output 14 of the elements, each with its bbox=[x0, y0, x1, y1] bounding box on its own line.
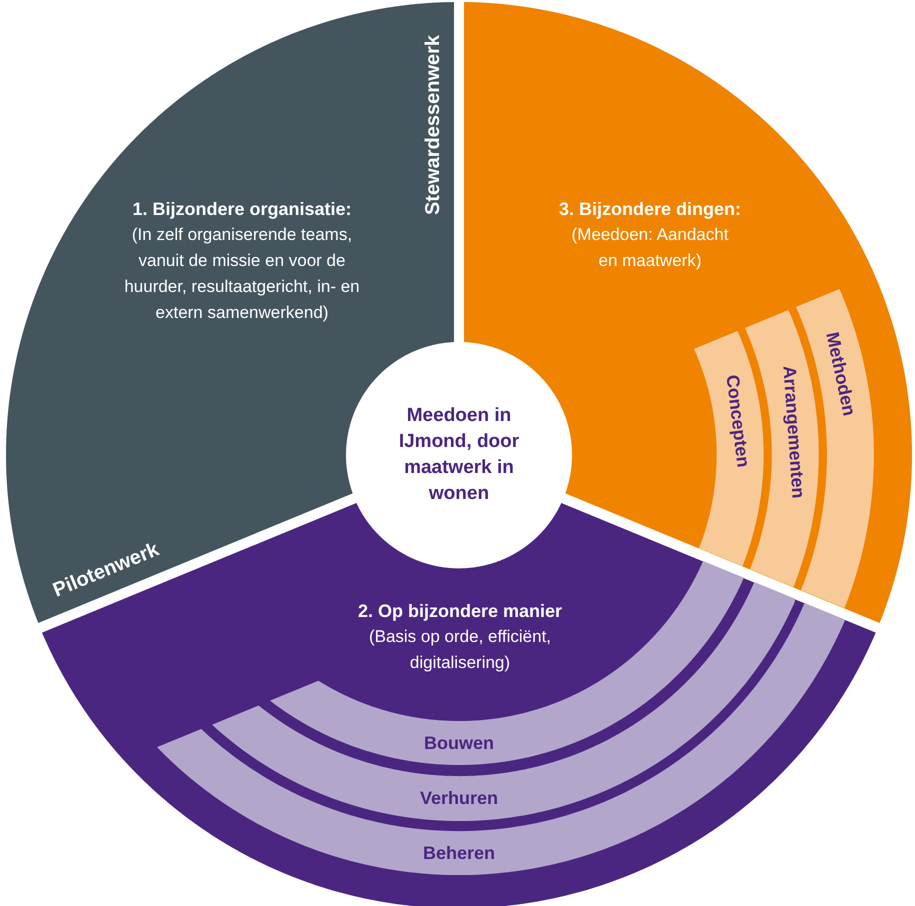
center-label: Meedoen in IJmond, door maatwerk in wonen bbox=[398, 404, 520, 506]
sector-description: (Basis op orde, efficiënt, digitalisering) bbox=[368, 626, 552, 674]
sector-heading: 2. Op bijzondere manier bbox=[356, 600, 563, 623]
band-label: Concepten bbox=[721, 373, 754, 468]
sector-heading: 1. Bijzondere organisatie: bbox=[131, 198, 353, 221]
band-label: Beheren bbox=[422, 842, 495, 864]
sector-description: (Meedoen: Aandacht en maatwerk) bbox=[570, 224, 730, 272]
band-label: Methoden bbox=[822, 330, 862, 418]
band-label: Bouwen bbox=[424, 732, 494, 754]
band-label: Arrangementen bbox=[778, 364, 810, 499]
sector-heading: 3. Bijzondere dingen: bbox=[558, 198, 742, 221]
side-label: Stewardessenwerk bbox=[421, 34, 445, 216]
band-label: Verhuren bbox=[420, 786, 498, 809]
sector-description: (In zelf organiserende teams, vanuit de missie en voor de huurder, resultaatgericht, in- en extern samenwerkend) bbox=[123, 224, 361, 324]
